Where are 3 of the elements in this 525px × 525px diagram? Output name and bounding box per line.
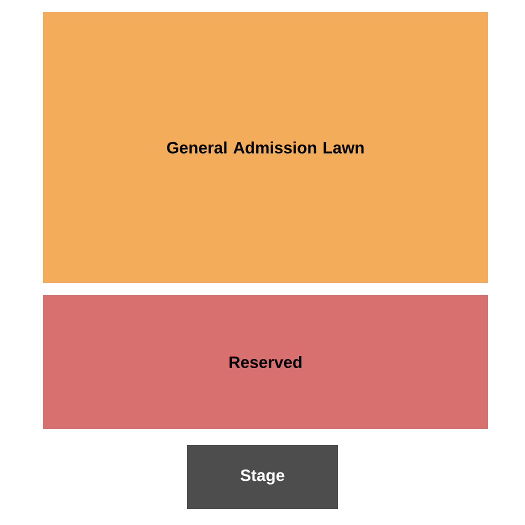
stage-block: Stage — [187, 445, 338, 509]
seating-section: Reserved — [43, 295, 488, 429]
seating-section: General Admission Lawn — [43, 12, 488, 283]
